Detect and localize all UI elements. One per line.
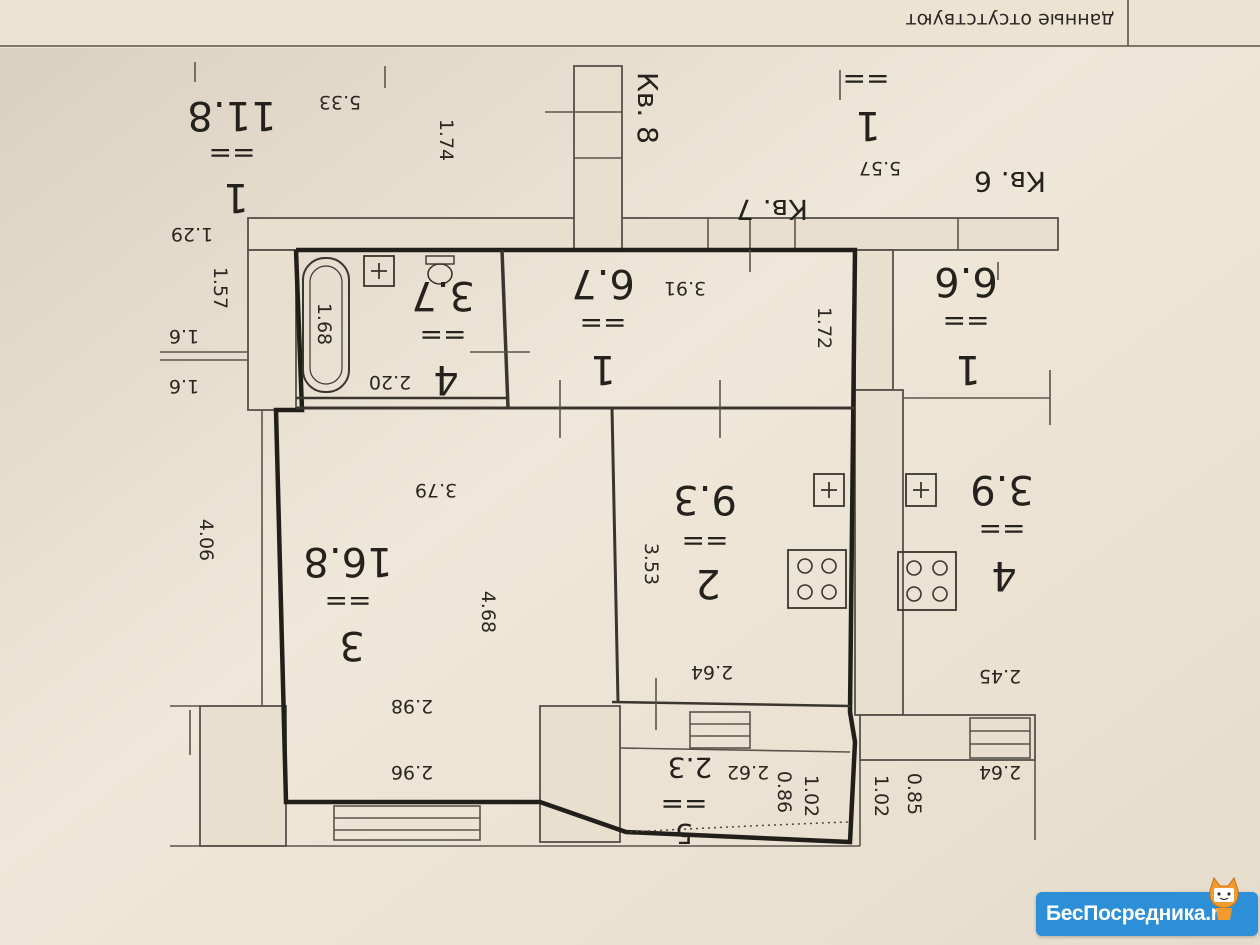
room-3-area: 16.8 — [303, 538, 392, 584]
room-5-area: 2.3 — [668, 751, 713, 784]
room-5-eq: == — [661, 788, 708, 821]
room-3-dim-d: 2.96 — [391, 761, 433, 783]
room-3-dim-b: 4.68 — [477, 591, 499, 633]
room-5-number: 5 — [675, 817, 693, 850]
neighbor-r4-dim: 2.45 — [979, 665, 1021, 687]
neighbor-tl-dim-a: 5.33 — [319, 91, 361, 113]
walls — [160, 62, 1059, 847]
neighbor-tl-dim-b: 1.74 — [435, 119, 457, 161]
neighbor-tl-dim-d: 1.57 — [209, 267, 231, 309]
left-dim-b: 1.6 — [169, 325, 199, 347]
room-5-dim-b: 0.86 — [773, 771, 795, 813]
room-4-eq: == — [420, 319, 467, 352]
room-2-eq: == — [682, 525, 729, 558]
room-3-number: 3 — [339, 622, 364, 668]
neighbor-tl-number: 1 — [223, 174, 248, 220]
watermark-text: БесПосредника.ru — [1046, 902, 1231, 925]
neighbor-balcony-dim-c: 1.02 — [870, 775, 892, 817]
room-1-length: 3.91 — [664, 277, 706, 299]
room-2-length: 3.53 — [640, 543, 662, 585]
header-table: данные отсутствуют — [0, 0, 1260, 48]
room-1-number: 1 — [590, 346, 615, 392]
room-5-dim-a: 2.62 — [727, 761, 769, 783]
neighbor-r4-area: 3.9 — [970, 466, 1034, 512]
room-3-dim-c: 2.98 — [391, 695, 433, 717]
neighbor-tl-dim-c: 1.29 — [171, 223, 213, 245]
apartment-outline — [273, 247, 858, 845]
cat-mascot-icon — [1209, 876, 1239, 920]
apartment-8-label: Кв. 8 — [631, 72, 664, 144]
room-5-dim-c: 1.02 — [800, 775, 822, 817]
neighbor-tr-dim: 5.57 — [859, 157, 901, 179]
neighbor-r4-number: 4 — [991, 552, 1016, 598]
neighbor-balcony-dim-a: 2.64 — [979, 761, 1021, 783]
partitions — [296, 249, 855, 833]
apartment-7-label: Кв. 7 — [736, 193, 808, 226]
room-2-width: 2.64 — [691, 661, 733, 683]
neighbor-r1-area: 6.6 — [934, 258, 998, 304]
neighbor-tr-number: 1 — [855, 102, 880, 148]
neighbor-r4-eq: == — [979, 513, 1026, 546]
neighbor-r1-eq: == — [943, 305, 990, 338]
room-2-number: 2 — [695, 560, 720, 606]
stamp-text: данные отсутствуют — [906, 9, 1115, 31]
neighbor-sink-icon — [905, 473, 937, 507]
room-2-area: 9.3 — [673, 476, 737, 522]
neighbor-tr-eq: == — [843, 63, 890, 96]
room-1-area: 6.7 — [571, 260, 635, 306]
neighbor-balcony-dim-b: 0.85 — [903, 773, 925, 815]
apartment-6-label: Кв. 6 — [974, 165, 1046, 198]
room-3-eq: == — [325, 585, 372, 618]
toilet-icon — [425, 255, 455, 285]
neighbor-r1-number: 1 — [955, 346, 980, 392]
room-1-width: 1.72 — [813, 307, 835, 349]
room-1-eq: == — [580, 307, 627, 340]
watermark-badge[interactable]: БесПосредника.ru — [1036, 876, 1258, 936]
neighbor-tl-eq: == — [209, 137, 256, 170]
room-3-dim-a: 3.79 — [415, 479, 457, 501]
bathtub — [302, 257, 350, 393]
neighbor-stove-icon — [897, 551, 957, 611]
bath-length: 1.68 — [313, 303, 335, 345]
kitchen-sink-icon — [813, 473, 845, 507]
room-4-area: 3.7 — [411, 272, 475, 318]
room-4-number: 4 — [433, 356, 458, 402]
window-marks — [333, 711, 1031, 841]
sink-icon — [363, 255, 395, 287]
room-4-length: 2.20 — [369, 371, 411, 393]
left-dim-a: 4.06 — [195, 519, 217, 561]
left-dim-c: 1.6 — [169, 375, 199, 397]
neighbor-tl-area: 11.8 — [187, 92, 276, 138]
stove-icon — [787, 549, 847, 609]
